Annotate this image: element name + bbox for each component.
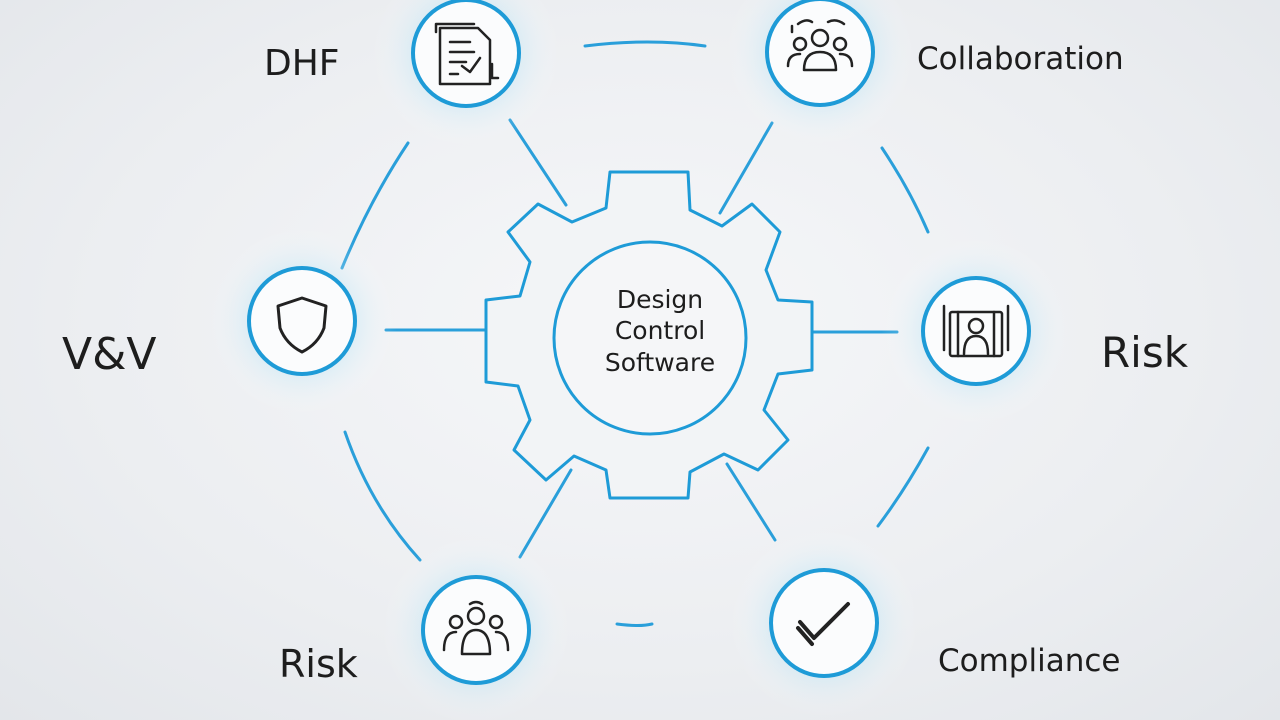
shield-icon bbox=[276, 296, 328, 354]
node-vv[interactable] bbox=[247, 266, 357, 376]
risk-matrix-people-icon bbox=[942, 304, 1010, 358]
center-title-line-1: Design bbox=[616, 285, 704, 314]
label-risk-right: Risk bbox=[1101, 328, 1189, 377]
spoke-risk-bottom bbox=[518, 468, 573, 559]
checkmark-icon bbox=[796, 602, 850, 646]
spoke-compliance bbox=[725, 462, 777, 542]
ring-arc-lower-left bbox=[343, 430, 422, 562]
center-title: Design Control Software bbox=[560, 284, 760, 378]
people-group-icon bbox=[442, 600, 510, 656]
document-checklist-icon bbox=[434, 22, 500, 86]
spoke-collaboration bbox=[718, 121, 774, 215]
spoke-dhf bbox=[508, 118, 568, 207]
node-risk-right[interactable] bbox=[921, 276, 1031, 386]
node-compliance[interactable] bbox=[769, 568, 879, 678]
center-title-line-3: Software bbox=[604, 347, 716, 377]
spokes bbox=[384, 118, 899, 559]
ring-arc-top bbox=[583, 40, 707, 48]
ring-arc-upper-right bbox=[880, 146, 930, 234]
ring-arc-lower-right bbox=[876, 446, 930, 528]
center-gear bbox=[484, 170, 814, 500]
ring-arc-bottom bbox=[615, 622, 654, 627]
label-vv: V&V bbox=[62, 329, 157, 380]
center-title-line-2: Control bbox=[614, 316, 706, 346]
gear-inner-circle bbox=[552, 240, 748, 436]
outer-ring bbox=[340, 40, 930, 627]
label-compliance: Compliance bbox=[938, 643, 1121, 679]
label-dhf: DHF bbox=[264, 43, 340, 84]
team-collaboration-icon bbox=[786, 19, 854, 72]
label-risk-bottom: Risk bbox=[279, 642, 358, 686]
label-collaboration: Collaboration bbox=[917, 41, 1124, 77]
